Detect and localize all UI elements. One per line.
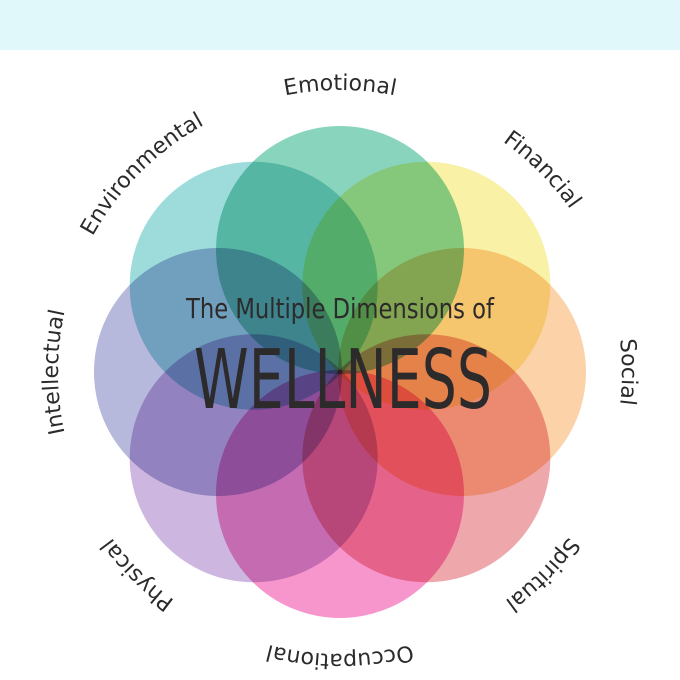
circle-environmental <box>129 161 378 410</box>
label-occupational: Occupational <box>264 639 416 673</box>
label-intellectual: Intellectual <box>39 307 71 437</box>
top-band <box>0 0 680 50</box>
diagram-headline: WELLNESS <box>194 333 492 428</box>
dimension-circles <box>94 126 586 618</box>
label-physical: Physical <box>96 534 178 616</box>
label-emotional: Emotional <box>282 71 399 101</box>
label-social: Social <box>614 338 641 407</box>
diagram-subtitle: The Multiple Dimensions of <box>185 292 495 325</box>
